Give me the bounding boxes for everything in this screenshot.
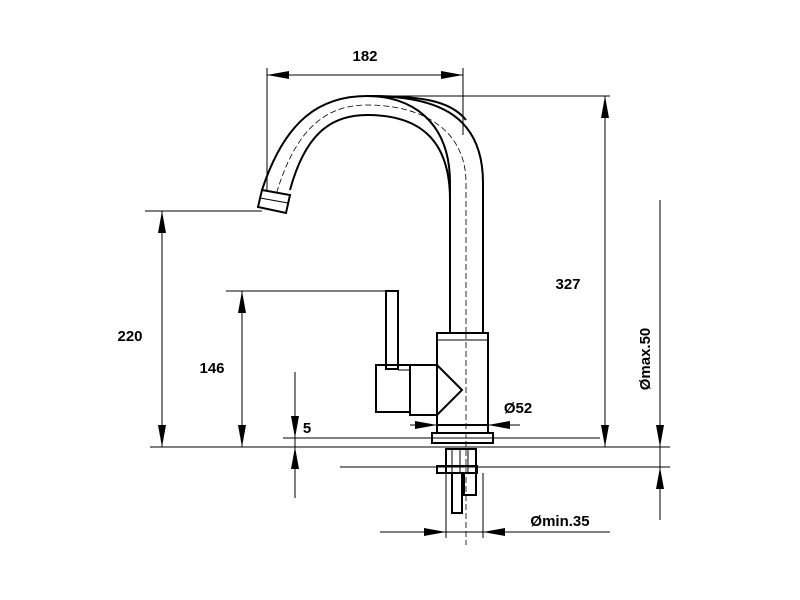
lever-height-label: 146 bbox=[199, 360, 224, 377]
spout-lower-curve bbox=[289, 113, 451, 201]
dimension-body-diameter: Ø52 bbox=[410, 400, 532, 429]
dimension-outlet-height: 220 bbox=[117, 210, 262, 447]
faucet-outline bbox=[256, 94, 494, 545]
supply-hose bbox=[451, 472, 463, 514]
minhole-arrow-left bbox=[424, 528, 446, 536]
dimension-reach: 182 bbox=[266, 48, 464, 190]
outlet-height-label: 220 bbox=[117, 328, 142, 345]
max-hole-label: Ømax.50 bbox=[637, 328, 654, 391]
base-ring bbox=[436, 424, 489, 434]
outlet-arrow-top bbox=[158, 211, 166, 233]
dimension-base-height: 5 bbox=[291, 372, 311, 498]
maxhole-arrow-bottom bbox=[656, 467, 664, 489]
height-arrow-bottom bbox=[601, 425, 609, 447]
dimension-max-hole: Ømax.50 bbox=[637, 200, 664, 520]
minhole-arrow-right bbox=[483, 528, 505, 536]
base-height-label: 5 bbox=[303, 420, 311, 437]
lever-stem bbox=[385, 290, 399, 370]
lever-block bbox=[375, 364, 411, 413]
body-diameter-label: Ø52 bbox=[504, 400, 532, 417]
lever-arrow-bottom bbox=[238, 425, 246, 447]
countertop bbox=[150, 437, 670, 468]
reach-arrow-left bbox=[267, 71, 289, 79]
lever-arrow-top bbox=[238, 291, 246, 313]
height-arrow-top bbox=[601, 96, 609, 118]
diameter52-arrow-left bbox=[415, 421, 437, 429]
mounting-bolt bbox=[463, 472, 477, 496]
body-column bbox=[436, 332, 489, 426]
spout-outer bbox=[261, 94, 451, 333]
base-arrow-bottom bbox=[291, 447, 299, 469]
dimension-total-height: 327 bbox=[367, 95, 610, 447]
outlet-arrow-bottom bbox=[158, 425, 166, 447]
reach-arrow-right bbox=[441, 71, 463, 79]
spout-centerline bbox=[275, 104, 467, 333]
diameter52-arrow-right bbox=[488, 421, 510, 429]
dimension-lever-height: 146 bbox=[199, 290, 386, 447]
spout-nozzle bbox=[256, 188, 292, 215]
reach-label: 182 bbox=[352, 48, 377, 65]
maxhole-arrow-top bbox=[656, 425, 664, 447]
total-height-label: 327 bbox=[555, 276, 580, 293]
mounting-shank bbox=[445, 448, 477, 474]
base-arrow-top bbox=[291, 416, 299, 438]
dimension-min-hole: Ømin.35 bbox=[380, 473, 610, 538]
nozzle-line bbox=[259, 197, 289, 204]
min-hole-label: Ømin.35 bbox=[530, 513, 589, 530]
